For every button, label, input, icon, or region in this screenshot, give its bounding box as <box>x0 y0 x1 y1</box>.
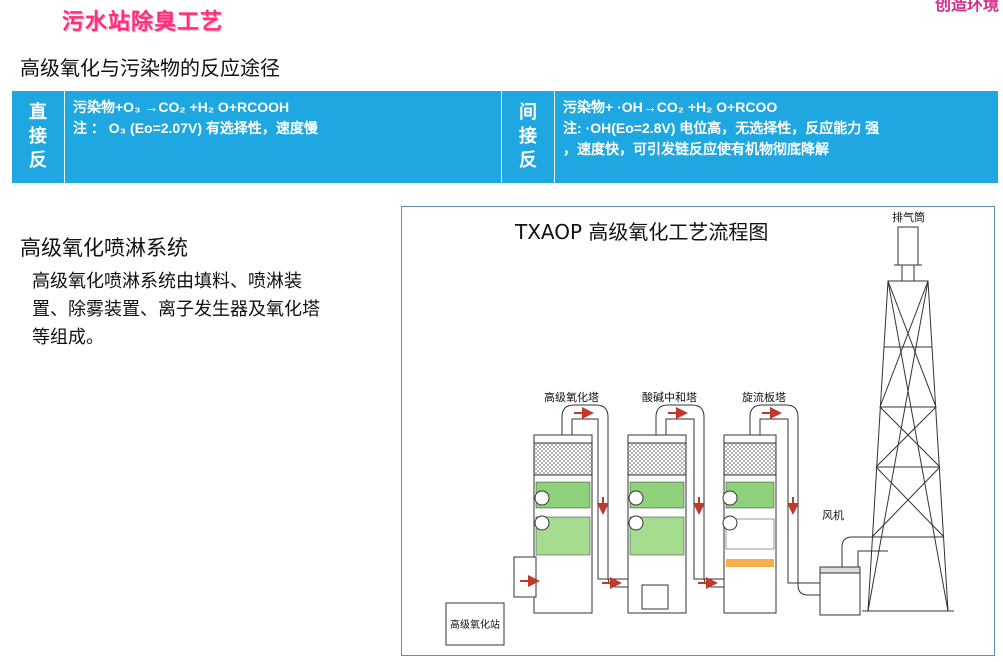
indirect-label-char: 接 <box>519 126 537 147</box>
section-title: 高级氧化喷淋系统 <box>20 236 188 260</box>
brand-logo-text: 创造环境 <box>934 0 999 14</box>
divider <box>554 91 555 183</box>
label-cyclone-tower: 旋流板塔 <box>742 390 786 404</box>
process-flow-diagram: TXAOP 高级氧化工艺流程图 <box>401 206 995 656</box>
subtitle: 高级氧化与污染物的反应途径 <box>20 56 280 80</box>
indirect-reaction-note: 注: ·OH(Eo=2.8V) 电位高，无选择性，反应能力 强 <box>563 120 880 136</box>
station-box <box>445 602 505 646</box>
divider <box>501 91 502 183</box>
label-stack: 排气筒 <box>892 210 925 224</box>
oxidation-tower <box>513 434 593 614</box>
diagram-title: TXAOP 高级氧化工艺流程图 <box>514 220 768 244</box>
indirect-reaction-equation: 污染物+ ·OH→CO₂ +H₂ O+RCOO <box>563 99 778 115</box>
page-title: 污水站除臭工艺 <box>62 10 224 35</box>
direct-reaction-equation: 污染物+O₃ →CO₂ +H₂ O+RCOOH <box>73 99 290 115</box>
indirect-label-char: 反 <box>519 150 537 171</box>
flow-arrows <box>520 407 799 589</box>
indirect-reaction-text: 污染物+ ·OH→CO₂ +H₂ O+RCOO 注: ·OH(Eo=2.8V) … <box>555 91 998 183</box>
fan-unit <box>819 566 861 616</box>
direct-reaction-note: 注 ： O₃ (Eo=2.07V) 有选择性，速度慢 <box>73 120 318 136</box>
process-flow-drawing: TXAOP 高级氧化工艺流程图 <box>445 210 954 646</box>
indirect-reaction-label: 间 接 反 <box>502 91 554 183</box>
indirect-label-char: 间 <box>519 102 537 123</box>
label-fan: 风机 <box>822 508 844 522</box>
indirect-reaction-note-cont: ，速度快，可引发链反应使有机物彻底降解 <box>563 141 829 157</box>
section-body: 高级氧化喷淋系统由填料、喷淋装置、除雾装置、离子发生器及氧化塔等组成。 <box>32 271 320 348</box>
label-acid-base-tower: 酸碱中和塔 <box>642 390 697 404</box>
direct-reaction-label: 直 接 反 <box>12 91 64 183</box>
direct-label-char: 直 <box>29 102 47 123</box>
divider <box>64 91 65 183</box>
direct-reaction-text: 污染物+O₃ →CO₂ +H₂ O+RCOOH 注 ： O₃ (Eo=2.07V… <box>65 91 501 183</box>
label-oxidation-tower: 高级氧化塔 <box>544 390 599 404</box>
reaction-band: 直 接 反 污染物+O₃ →CO₂ +H₂ O+RCOOH 注 ： O₃ (Eo… <box>12 91 998 183</box>
acid-base-tower <box>627 434 687 614</box>
label-station: 高级氧化站 <box>450 618 500 631</box>
direct-label-char: 接 <box>29 126 47 147</box>
cyclone-plate-tower <box>722 434 777 614</box>
exhaust-stack <box>862 226 954 612</box>
direct-label-char: 反 <box>29 150 47 171</box>
